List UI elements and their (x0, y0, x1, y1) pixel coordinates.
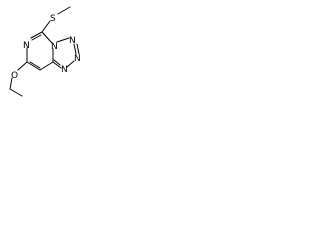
nitrogen-atom-right-label: N (74, 54, 81, 64)
bond-c-left-o (17, 61, 28, 71)
bond-n-top-right-n-right (73, 43, 77, 55)
molecule-structure-diagram: S N N N N N O (0, 0, 106, 103)
bond-n-fusion-n-top-right (56, 37, 70, 43)
bond-methyl-s (57, 6, 71, 15)
bond-o-ethyl-ch2 (9, 77, 13, 90)
bond-n-bottom-right-c-fused-double (53, 59, 61, 66)
oxygen-atom-label: O (11, 71, 18, 81)
nitrogen-atom-fusion-label: N (51, 42, 58, 52)
bond-c-top-n-top-left (30, 31, 43, 39)
bond-s-c-top (41, 20, 51, 33)
bond-ethyl-ch2-ch3 (9, 88, 23, 97)
bond-c-left-c-bottom-double (29, 61, 41, 69)
nitrogen-atom-top-right-label: N (69, 36, 76, 46)
bond-n-right-n-bottom-right (66, 60, 75, 68)
bond-c-bottom-c-fused (39, 61, 54, 71)
bond-n-bottom-right-c-fused (52, 61, 62, 69)
bond-c-top-n-top-left-double (31, 34, 42, 41)
nitrogen-atom-top-left-label: N (23, 41, 30, 51)
nitrogen-atom-bottom-right-label: N (61, 65, 68, 75)
bond-c-left-c-bottom (26, 61, 41, 71)
molecule-svg: S N N N N N O (9, 6, 81, 97)
sulfur-atom-label: S (50, 14, 56, 24)
bond-n-top-right-n-right-double (76, 43, 80, 55)
bond-c-top-n-fusion (41, 31, 53, 44)
